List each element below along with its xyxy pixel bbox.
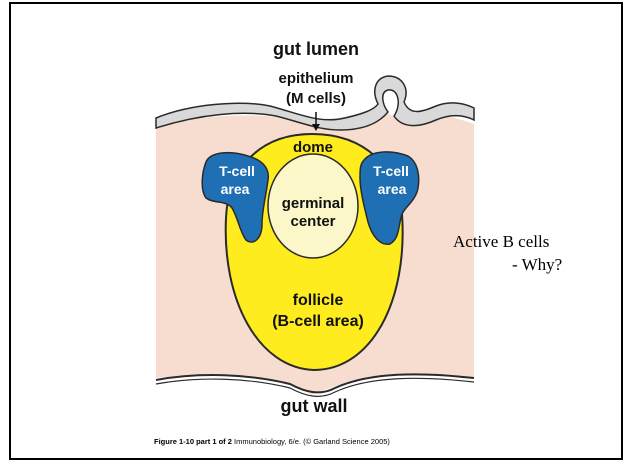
annotation-active-b-cells: Active B cells xyxy=(453,232,549,252)
label-gut-lumen: gut lumen xyxy=(273,39,359,59)
label-epithelium: epithelium xyxy=(278,70,353,87)
caption-figure-number: Figure 1-10 part 1 of 2 xyxy=(154,437,232,446)
label-center: center xyxy=(290,213,335,230)
label-tcell-left-area: area xyxy=(221,181,250,197)
label-germinal: germinal xyxy=(282,195,345,212)
label-tcell-left: T-cell xyxy=(219,163,255,179)
figure-caption: Figure 1-10 part 1 of 2 Immunobiology, 6… xyxy=(154,437,390,446)
label-tcell-right-area: area xyxy=(378,181,407,197)
label-m-cells: (M cells) xyxy=(286,90,346,107)
label-follicle: follicle xyxy=(293,292,344,309)
label-gut-wall: gut wall xyxy=(281,396,348,416)
annotation-why: - Why? xyxy=(512,255,562,275)
label-b-cell-area: (B-cell area) xyxy=(272,313,364,330)
label-dome: dome xyxy=(293,139,333,156)
caption-source: Immunobiology, 6/e. (© Garland Science 2… xyxy=(232,437,390,446)
label-tcell-right: T-cell xyxy=(373,163,409,179)
